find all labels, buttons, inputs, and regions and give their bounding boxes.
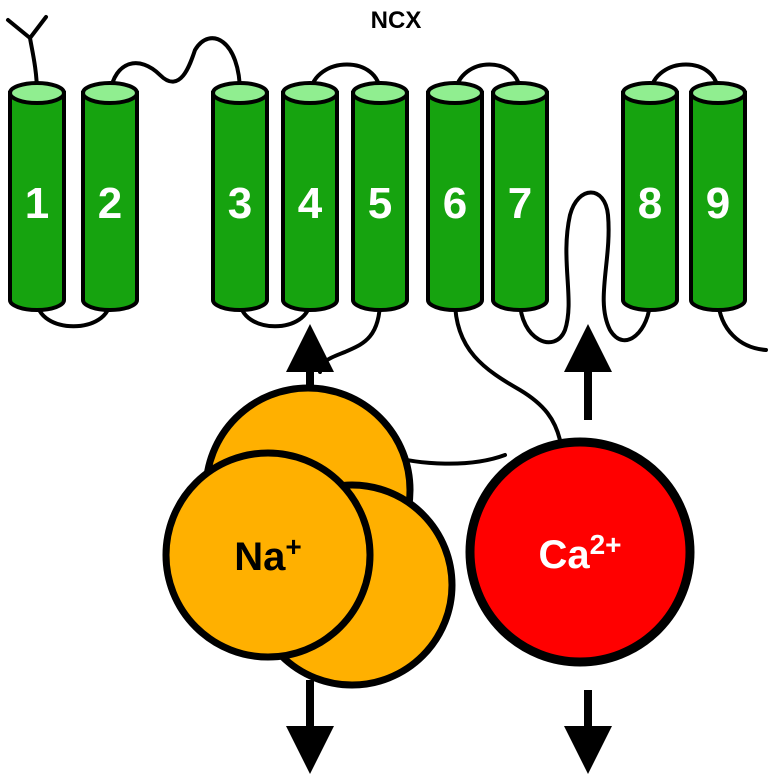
helix-body	[81, 91, 139, 312]
diagram-title: NCX	[371, 7, 422, 34]
loop-2-3	[108, 36, 242, 95]
helix-label: 3	[228, 179, 252, 228]
helix-body	[491, 91, 549, 312]
helix-body	[8, 91, 66, 312]
helix-5: 5	[351, 81, 409, 312]
helix-cap	[211, 81, 269, 105]
helix-label: 1	[25, 179, 49, 228]
helix-8: 8	[621, 81, 679, 312]
helix-body	[351, 91, 409, 312]
helix-label: 5	[368, 179, 392, 228]
sodium-label: Na+	[234, 531, 302, 579]
helix-body	[281, 91, 339, 312]
helix-7: 7	[491, 81, 549, 312]
calcium-ion: Ca2+	[465, 437, 695, 667]
calcium-label: Ca2+	[538, 529, 621, 577]
helix-cap	[351, 81, 409, 105]
helix-6: 6	[426, 81, 484, 312]
helix-cap	[491, 81, 549, 105]
helix-2: 2	[81, 81, 139, 312]
helix-3: 3	[211, 81, 269, 312]
loop-6-down	[453, 298, 562, 442]
helix-cap	[621, 81, 679, 105]
helix-cap	[281, 81, 339, 105]
helix-label: 7	[508, 179, 532, 228]
helix-label: 6	[443, 179, 467, 228]
helix-body	[426, 91, 484, 312]
helix-cap	[81, 81, 139, 105]
helix-label: 9	[706, 179, 730, 228]
helix-9: 9	[689, 81, 747, 312]
helix-body	[621, 91, 679, 312]
helix-label: 8	[638, 179, 662, 228]
calcium-ion-circle	[465, 437, 695, 667]
helix-cap	[426, 81, 484, 105]
sodium-ions: Na+	[162, 384, 456, 689]
helix-cap	[689, 81, 747, 105]
helix-body	[211, 91, 269, 312]
helix-label: 4	[298, 179, 323, 228]
sodium-ion-front	[162, 449, 374, 661]
helix-cap	[8, 81, 66, 105]
helix-1: 1	[8, 81, 66, 312]
helix-label: 2	[98, 179, 122, 228]
helix-4: 4	[281, 81, 339, 312]
helix-body	[689, 91, 747, 312]
